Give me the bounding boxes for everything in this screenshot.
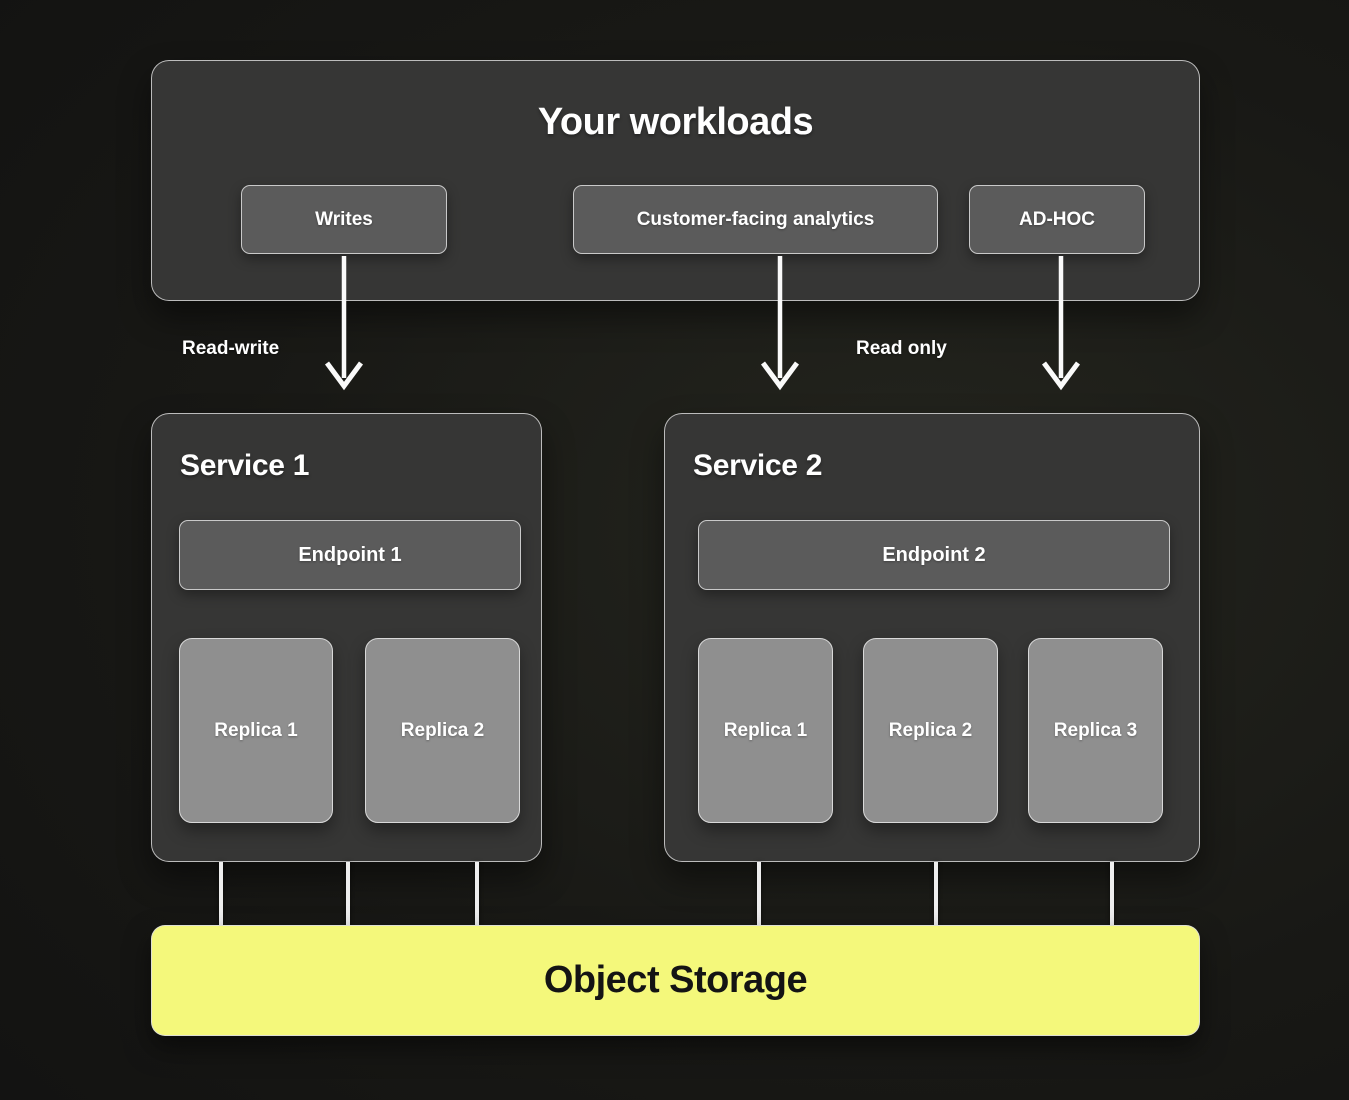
service-1-replica-2: Replica 2 — [365, 638, 520, 823]
read-only-label: Read only — [856, 338, 947, 359]
workloads-title: Your workloads — [537, 101, 814, 143]
service-2-endpoint: Endpoint 2 — [698, 520, 1170, 590]
service-1-title: Service 1 — [180, 449, 310, 482]
service-2-replica-1: Replica 1 — [698, 638, 833, 823]
service-2-replica-3-label: Replica 3 — [1053, 719, 1138, 741]
service-2-replica-2: Replica 2 — [863, 638, 998, 823]
workload-node-writes: Writes — [241, 185, 447, 254]
service-1-replica-2-label: Replica 2 — [400, 719, 485, 741]
storage-connector-line — [219, 862, 223, 926]
storage-connector-line — [475, 862, 479, 926]
service-2-title: Service 2 — [693, 449, 823, 482]
read-only-arrow-icon — [760, 256, 800, 391]
workload-node-customer-facing-analytics-label: Customer-facing analytics — [636, 208, 875, 230]
service-1-replica-1: Replica 1 — [179, 638, 333, 823]
storage-connector-line — [1110, 862, 1114, 926]
service-2-replica-2-label: Replica 2 — [888, 719, 973, 741]
read-write-arrow-icon — [324, 256, 364, 391]
storage-connector-line — [934, 862, 938, 926]
service-2-panel: Service 2 Endpoint 2 Replica 1 Replica 2… — [664, 413, 1200, 862]
service-2-endpoint-label: Endpoint 2 — [882, 543, 986, 566]
service-2-replica-1-label: Replica 1 — [723, 719, 808, 741]
workloads-panel: Your workloads Writes Customer-facing an… — [151, 60, 1200, 301]
workload-node-ad-hoc-label: AD-HOC — [1019, 208, 1095, 230]
object-storage-label: Object Storage — [543, 959, 808, 1001]
service-1-replica-1-label: Replica 1 — [214, 719, 298, 741]
storage-connector-line — [757, 862, 761, 926]
object-storage-box: Object Storage — [151, 925, 1200, 1036]
workload-node-customer-facing-analytics: Customer-facing analytics — [573, 185, 938, 254]
storage-connector-line — [346, 862, 350, 926]
read-only-arrow-icon — [1041, 256, 1081, 391]
service-1-endpoint: Endpoint 1 — [179, 520, 521, 590]
service-1-endpoint-label: Endpoint 1 — [298, 543, 402, 566]
service-2-replica-3: Replica 3 — [1028, 638, 1163, 823]
read-write-label: Read-write — [182, 338, 280, 359]
service-1-panel: Service 1 Endpoint 1 Replica 1 Replica 2 — [151, 413, 542, 862]
workload-node-ad-hoc: AD-HOC — [969, 185, 1145, 254]
workload-node-writes-label: Writes — [315, 208, 373, 230]
